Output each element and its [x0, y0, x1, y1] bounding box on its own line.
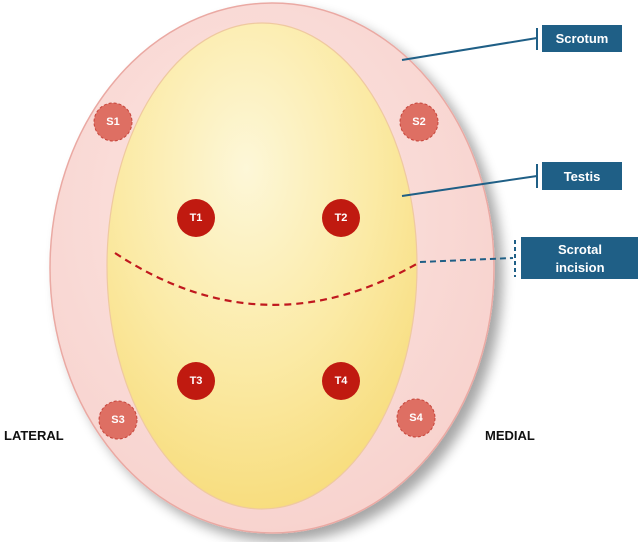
scrotal-incision-callout: Scrotal incision	[419, 237, 638, 279]
testis-site-label: T2	[335, 212, 348, 224]
scrotum-callout-label: Scrotum	[556, 31, 609, 46]
scrotal-incision-line	[114, 252, 421, 306]
testis-site-t3: T3	[177, 362, 215, 400]
lateral-label: LATERAL	[4, 428, 64, 443]
testis-site-label: T4	[335, 375, 349, 387]
scrotal-site-label: S2	[412, 116, 425, 128]
testis-shape	[106, 22, 418, 510]
scrotal-site-label: S1	[106, 116, 119, 128]
scrotal-site-s4: S4	[396, 398, 436, 438]
scrotum-callout: Scrotum	[401, 25, 622, 61]
testis-site-t4: T4	[322, 362, 360, 400]
scrotal-site-s2: S2	[399, 102, 439, 142]
scrotal-site-label: S3	[111, 414, 124, 426]
testis-site-t2: T2	[322, 199, 360, 237]
testis-site-label: T1	[190, 212, 203, 224]
medial-label: MEDIAL	[485, 428, 535, 443]
testis-callout: Testis	[401, 162, 622, 197]
testis-callout-label: Testis	[564, 169, 601, 184]
scrotal-incision-callout-label-1: Scrotal	[558, 242, 602, 257]
scrotal-site-s3: S3	[98, 400, 138, 440]
scrotal-incision-callout-label-2: incision	[555, 260, 604, 275]
testis-site-t1: T1	[177, 199, 215, 237]
scrotal-site-s1: S1	[93, 102, 133, 142]
scrotal-site-label: S4	[409, 412, 423, 424]
testis-site-label: T3	[190, 375, 203, 387]
